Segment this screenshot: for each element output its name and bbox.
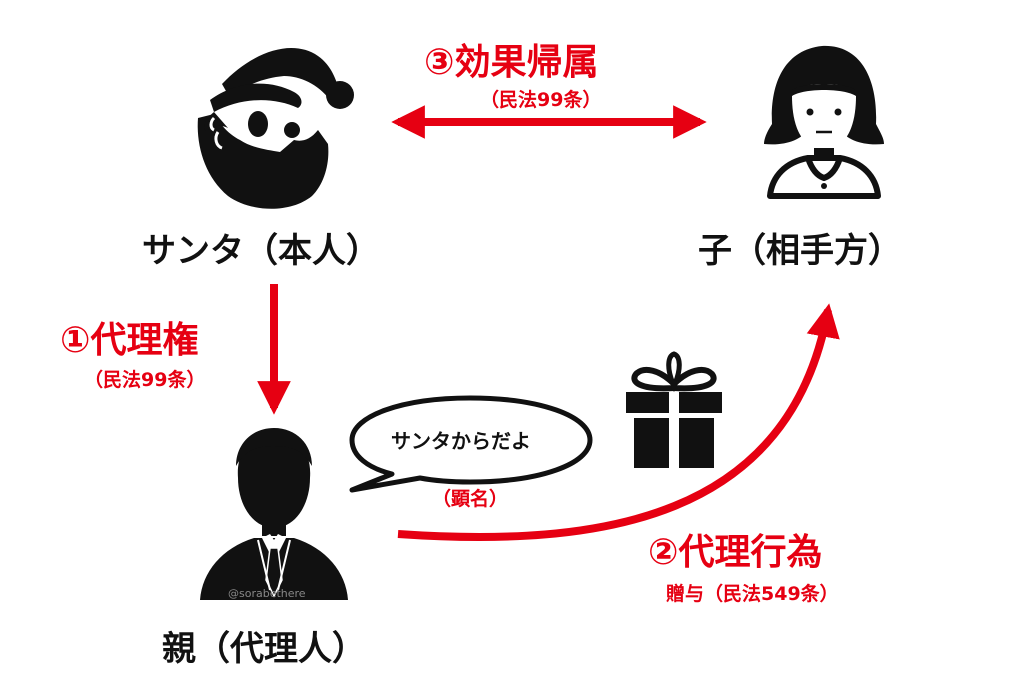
authority-note: （民法99条）	[84, 368, 205, 391]
act-note: 贈与（民法549条）	[666, 582, 839, 605]
bubble-text: サンタからだよ	[391, 429, 531, 453]
act-title: ②代理行為	[648, 532, 822, 573]
act-arrow	[397, 303, 840, 541]
child-label: 子（相手方）	[698, 231, 902, 271]
effect-title: ③効果帰属	[424, 42, 598, 83]
santa-icon	[197, 48, 354, 209]
speech-bubble: サンタからだよ	[349, 395, 593, 493]
parent-label: 親（代理人）	[162, 629, 366, 669]
girl-icon	[764, 45, 884, 199]
businessman-icon	[200, 428, 348, 600]
santa-label: サンタ（本人）	[142, 231, 380, 271]
effect-note: （民法99条）	[480, 88, 601, 111]
disclosure-caption: （顕名）	[432, 487, 508, 510]
gift-icon	[626, 351, 722, 468]
watermark: @sorabethere	[228, 587, 306, 600]
authority-title: ①代理権	[60, 320, 198, 361]
